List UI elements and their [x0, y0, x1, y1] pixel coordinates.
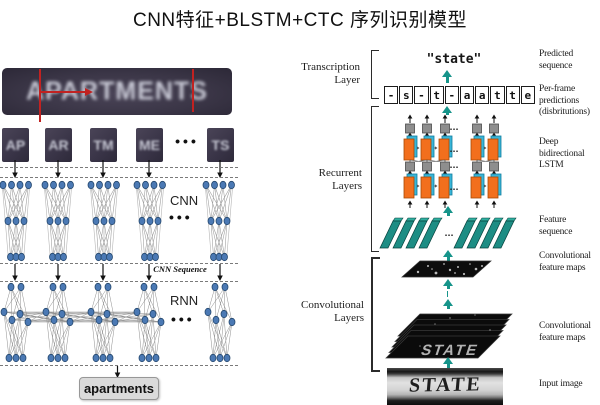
- dashed-line-5: [0, 365, 238, 366]
- annotation-input-image: Input image: [539, 379, 583, 389]
- recurrent-layers-label: Recurrent Layers: [318, 167, 362, 192]
- red-arrow-head-icon: [85, 87, 93, 96]
- cnn-label: CNN: [170, 193, 199, 208]
- recurrent-bracket: [371, 106, 379, 252]
- red-arrow: [41, 91, 86, 93]
- per-frame-prediction-row: - s - t - a a t t e: [384, 86, 535, 104]
- stack-word: STATE: [419, 342, 481, 359]
- up-arrow-icon-4: [443, 250, 454, 261]
- input-image-word: STATE: [407, 373, 483, 397]
- red-annotation-line-right: [192, 69, 194, 112]
- dashed-line-1: [0, 167, 238, 168]
- lstm-ellipsis: ···: [449, 185, 458, 194]
- cnn-to-rnn-arrows: [12, 264, 223, 281]
- up-arrow-icon-2: [442, 106, 453, 115]
- frame-cell: s: [399, 86, 414, 104]
- up-arrow-icon-1: [442, 70, 453, 83]
- image-patch-2: AR: [45, 128, 72, 162]
- cnn-sequence-label: CNN Sequence: [153, 264, 207, 274]
- frame-cell: -: [414, 86, 429, 104]
- image-patch-4: ME: [136, 128, 163, 162]
- image-patch-5: TS: [207, 128, 234, 162]
- recognized-word-box: apartments: [79, 377, 159, 400]
- predicted-word: "state": [426, 52, 482, 67]
- figure-title: CNN特征+BLSTM+CTC 序列识别模型: [132, 10, 468, 31]
- dashed-line-4: [0, 281, 238, 282]
- convolutional-bracket: [371, 257, 380, 372]
- source-image-word: APARTMENTS: [26, 76, 208, 106]
- source-text-image: APARTMENTS: [2, 68, 232, 115]
- frame-cell: t: [505, 86, 520, 104]
- frame-cell: -: [444, 86, 459, 104]
- dashed-line-3: [0, 263, 238, 264]
- output-arrow: [114, 366, 121, 378]
- rnn-network: [0, 282, 236, 363]
- bidirectional-lstm-network: ··· ··· ··· ···: [403, 114, 502, 208]
- up-arrow-icon-3: [443, 206, 454, 216]
- frame-cell: e: [520, 86, 535, 104]
- cnn-ellipsis: •••: [169, 209, 193, 225]
- frame-cell: t: [490, 86, 505, 104]
- conv-feature-map-stack: STATE: [385, 313, 513, 359]
- image-patch-3: TM: [90, 128, 117, 162]
- up-arrow-icon-7: [443, 357, 454, 368]
- rnn-label: RNN: [170, 293, 199, 308]
- annotation-predicted-sequence: Predicted sequence: [539, 49, 574, 71]
- lstm-ellipsis: ···: [449, 125, 458, 134]
- lstm-ellipsis: ···: [449, 147, 458, 156]
- input-image: STATE: [387, 368, 503, 405]
- frame-cell: a: [475, 86, 490, 104]
- lstm-ellipsis: ···: [449, 163, 458, 172]
- annotation-deep-lstm: Deep bidirectional LSTM: [539, 137, 585, 170]
- transcription-layer-label: Transcription Layer: [301, 61, 360, 86]
- frame-cell: a: [459, 86, 475, 104]
- annotation-conv-maps-1: Convolutional feature maps: [539, 251, 591, 273]
- patch-down-arrows: [12, 160, 223, 178]
- frame-cell: -: [384, 86, 399, 104]
- cnn-network: [0, 180, 235, 262]
- up-arrow-icon-5: [443, 279, 454, 289]
- feature-sequence-graphic: ···: [379, 217, 517, 249]
- dashed-line-2: [0, 177, 238, 178]
- convolutional-layers-label: Convolutional Layers: [301, 299, 364, 324]
- image-patch-1: AP: [2, 128, 29, 162]
- recognized-word: apartments: [83, 381, 155, 396]
- annotation-feature-sequence: Feature sequence: [539, 215, 573, 237]
- annotation-conv-maps-2: Convolutional feature maps: [539, 321, 591, 343]
- up-arrow-icon-6: [443, 299, 454, 309]
- conv-feature-map-graphic: [401, 260, 492, 278]
- red-annotation-line-left: [39, 69, 41, 122]
- rnn-ellipsis: •••: [171, 311, 195, 327]
- patch-ellipsis: •••: [175, 133, 199, 149]
- annotation-per-frame: Per-frame predictions (disbritutions): [539, 84, 590, 117]
- frame-cell: t: [429, 86, 444, 104]
- feature-ellipsis: ···: [444, 231, 453, 240]
- transcription-bracket: [371, 50, 379, 99]
- continuation-dashes: [447, 291, 448, 297]
